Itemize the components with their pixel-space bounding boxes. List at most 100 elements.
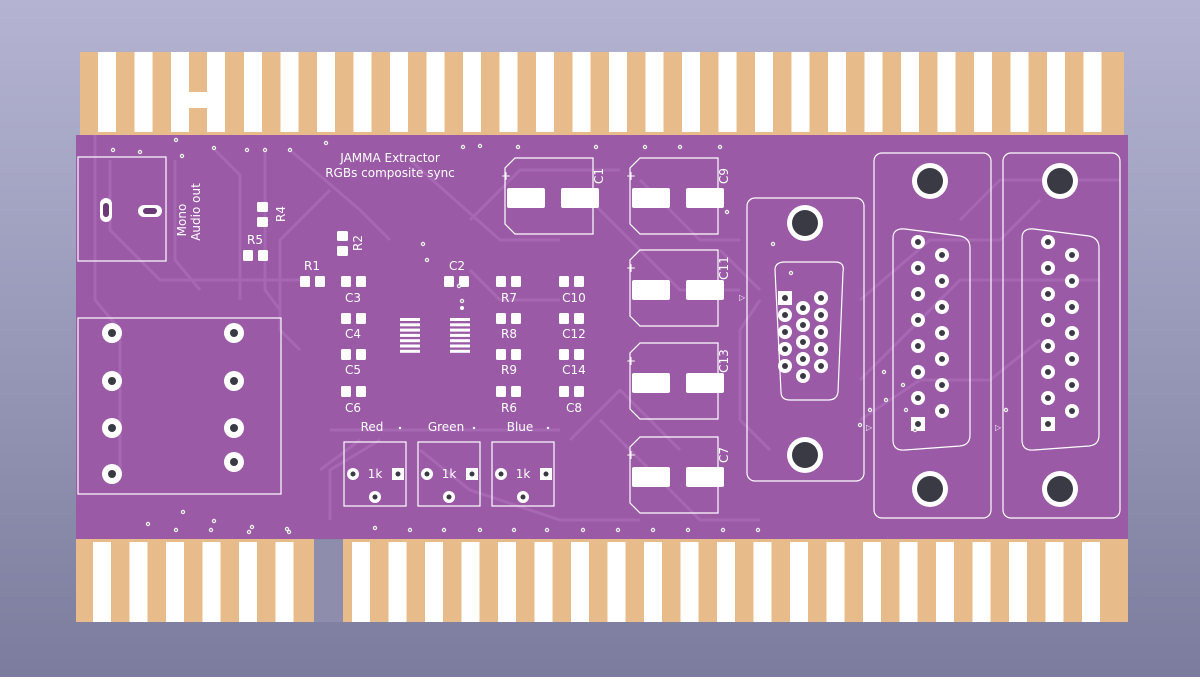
designator-c6: C6 [345,401,361,415]
ic-pin [400,323,420,327]
vias [110,137,1009,535]
bottom-finger [388,542,407,622]
copper-traces [93,135,1120,522]
via-hole [112,149,114,151]
bottom-finger [202,542,221,622]
via-hole [885,399,887,401]
top-finger [1083,52,1102,132]
designator-r1: R1 [304,259,320,273]
via-hole [859,424,861,426]
ecap-pad-minus [686,373,724,393]
via-hole [264,149,266,151]
pin-hole [1069,356,1075,362]
via-hole [914,429,916,431]
via-hole [582,529,584,531]
smd-pad [574,313,584,324]
bottom-finger [644,542,662,622]
bottom-finger [352,542,370,622]
via-hole [374,527,376,529]
designator-c7: C7 [717,447,731,463]
bottom-finger [899,542,918,622]
pin-hole [1069,382,1075,388]
designator-c10: C10 [562,291,586,305]
smd-pad [300,276,310,287]
ecap-outline [629,157,719,235]
via-hole [719,146,721,148]
smd-pad [574,276,584,287]
top-finger [353,52,372,132]
pin-hole [818,295,824,301]
ic-pin [400,344,420,348]
bottom-finger [972,542,991,622]
top-finger [791,52,810,132]
svg-text:▷: ▷ [866,423,873,432]
via-hole [461,300,463,302]
pot-hole [350,471,356,477]
audio-label-line2: Audio out [189,183,203,241]
bottom-finger [461,542,480,622]
pot-dot [398,426,402,430]
via-hole [325,142,327,144]
top-finger [828,52,846,132]
via-hole [479,529,481,531]
smd-pad [356,386,366,397]
pin-hole [939,382,945,388]
smd-pad [356,313,366,324]
pin-hole [800,339,806,345]
via-hole [462,146,464,148]
via-hole [147,523,149,525]
ecap-pad-plus [632,188,670,208]
bottom-finger [1082,542,1100,622]
ecap-pad-minus [686,188,724,208]
pin-hole [915,395,921,401]
smd-pad [257,217,268,227]
pot-value: 1k [516,467,531,481]
designator-r5: R5 [247,233,263,247]
smd-pad [559,276,569,287]
via-hole [726,211,728,213]
smd-pad [258,250,268,261]
top-finger [718,52,737,132]
top-finger [426,52,445,132]
via-hole [289,149,291,151]
pin-hole [939,330,945,336]
pin-hole [1069,252,1075,258]
smd-pad [337,231,348,241]
top-finger [864,52,883,132]
bottom-finger [680,542,699,622]
pin-hole [818,346,824,352]
bottom-finger [717,542,735,622]
pin-hole [915,291,921,297]
db15-connector-right: ▷ [995,152,1121,519]
top-finger [937,52,956,132]
top-finger [682,52,700,132]
via-hole [869,409,871,411]
via-hole [443,529,445,531]
designator-c1: C1 [592,168,606,184]
pot-hole [372,494,378,500]
tht-hole [108,470,116,478]
via-hole [772,243,774,245]
bottom-finger [826,542,845,622]
pin-hole [782,363,788,369]
smd-pad [559,349,569,360]
via-hole [210,529,212,531]
ecap-outline [504,157,594,235]
top-finger [572,52,591,132]
top-finger-bridge [189,92,209,108]
polarity-mark: + [626,354,636,368]
tht-hole [230,458,238,466]
smd-pad [315,276,325,287]
ecap-pad-plus [632,467,670,487]
tht-hole [230,329,238,337]
bottom-finger [534,542,553,622]
pot-label: Green [428,420,464,434]
audio-jack [77,156,167,262]
pot-value: 1k [442,467,457,481]
svg-text:▷: ▷ [995,423,1002,432]
designator-c9: C9 [717,168,731,184]
designator-c3: C3 [345,291,361,305]
pot-dot [472,426,476,430]
